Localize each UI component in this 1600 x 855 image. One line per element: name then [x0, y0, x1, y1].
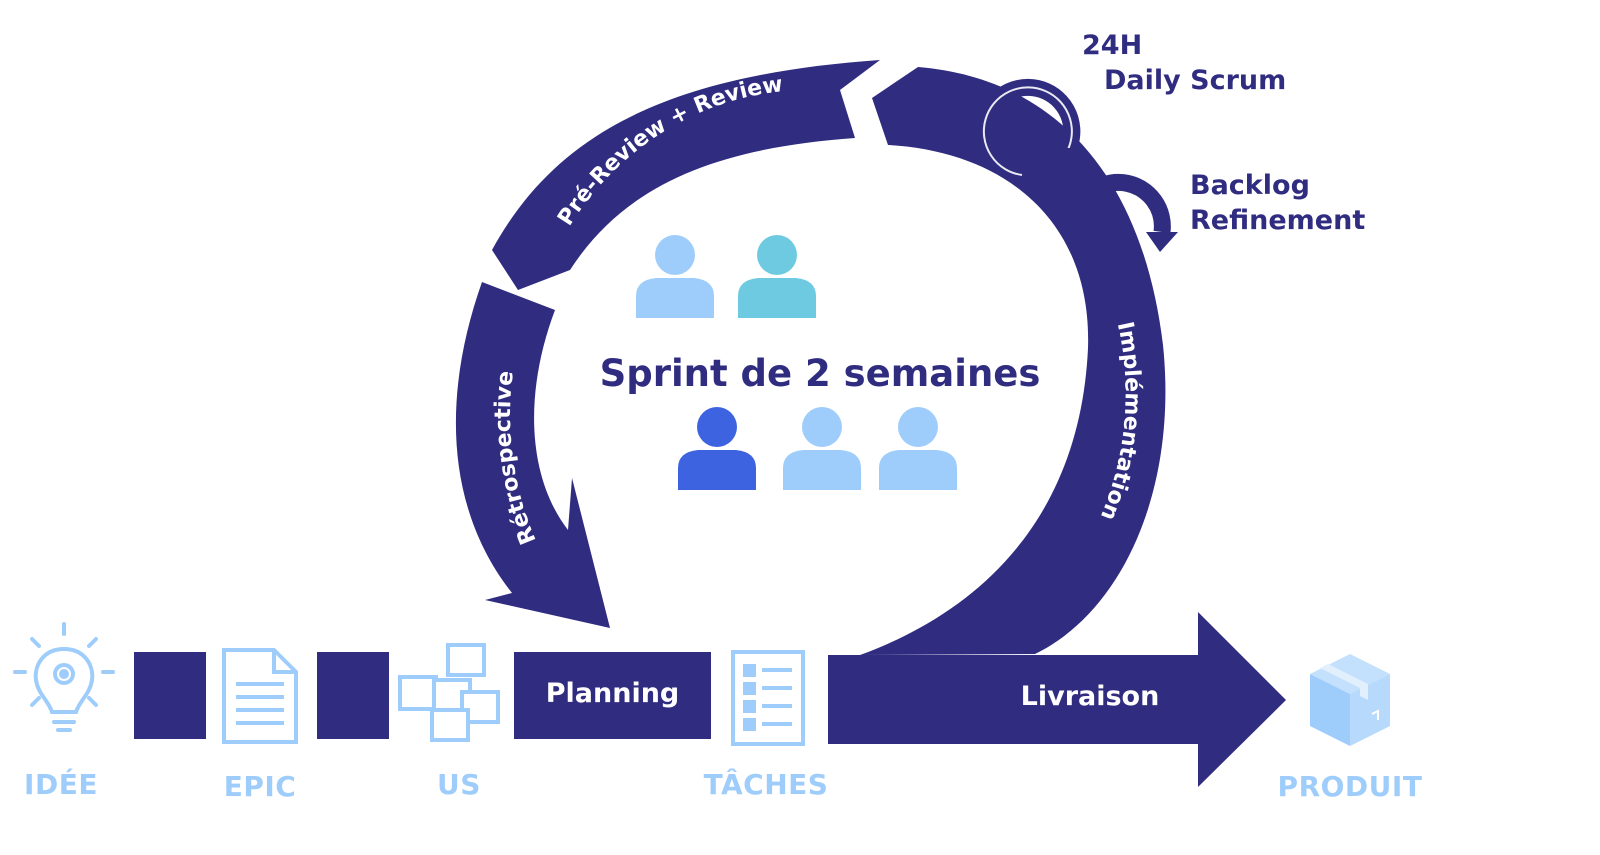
checklist-icon — [731, 650, 805, 746]
pipeline-block-2 — [317, 652, 389, 739]
pipeline-block-1 — [134, 652, 206, 739]
team-member-5 — [879, 407, 957, 490]
daily-scrum-loop-icon — [975, 78, 1082, 184]
stage-label-us: US — [437, 768, 481, 801]
team-member-1 — [636, 235, 714, 318]
team-member-4 — [783, 407, 861, 490]
livraison-label: Livraison — [1020, 681, 1160, 712]
team-member-3 — [678, 407, 756, 490]
review-arc — [492, 60, 880, 290]
lightbulb-gear-icon — [13, 622, 115, 732]
backlog-refinement-loop-icon — [1065, 173, 1178, 277]
backlog-line2: Refinement — [1190, 205, 1366, 236]
backlog-refinement-label: Backlog Refinement — [1190, 168, 1365, 238]
package-box-icon — [1310, 654, 1390, 746]
planning-label: Planning — [545, 678, 680, 709]
stage-label-produit: PRODUIT — [1277, 770, 1423, 803]
daily-scrum-line1: 24H — [1082, 30, 1143, 61]
daily-scrum-label: 24H Daily Scrum — [1082, 28, 1286, 98]
sprint-title: Sprint de 2 semaines — [599, 352, 1041, 395]
team-member-2 — [738, 235, 816, 318]
stage-label-epic: EPIC — [223, 770, 297, 803]
livraison-arrow — [828, 612, 1286, 787]
backlog-line1: Backlog — [1190, 170, 1310, 201]
stage-label-taches: TÂCHES — [703, 768, 829, 801]
stage-label-idea: IDÉE — [24, 768, 98, 801]
sticky-notes-icon — [398, 643, 500, 742]
daily-scrum-line2: Daily Scrum — [1104, 65, 1287, 96]
document-icon — [222, 648, 298, 744]
retrospective-arc — [455, 282, 610, 628]
implementation-arc — [860, 67, 1166, 655]
planning-block — [514, 652, 711, 739]
